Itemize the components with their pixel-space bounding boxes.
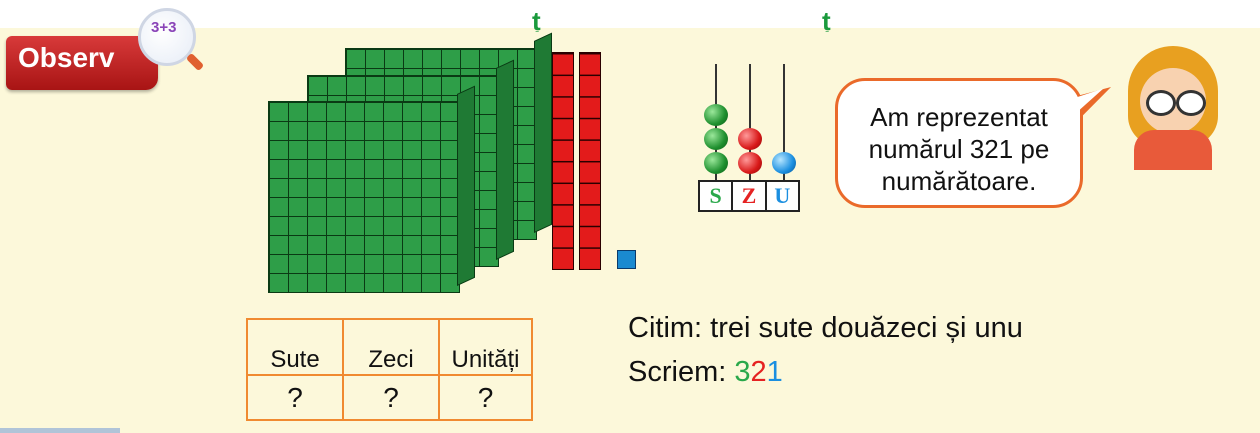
girl-illustration [1118,40,1228,170]
observ-badge: Observ [6,36,158,90]
bottom-decoration [0,428,120,433]
value-zeci: ? [344,376,440,419]
abacus-label-s: S [700,182,733,210]
digit-tens: 2 [750,356,766,388]
header-sute: Sute [248,320,344,376]
scriem-prefix: Scriem: [628,356,734,388]
bubble-line: Am reprezentat [838,101,1080,133]
header-fragment: ț [822,6,831,32]
bead-hundreds [704,104,728,126]
header-unitati: Unități [440,320,531,376]
speech-bubble: Am reprezentat numărul 321 pe numărătoar… [835,78,1083,208]
bead-hundreds [704,128,728,150]
digit-units: 1 [767,356,783,388]
lens-text: 3+3 [151,19,176,36]
citim-line: Citim: trei sute douăzeci și unu [628,306,1023,350]
abacus-label-u: U [767,182,798,210]
ten-rod-1 [552,52,574,270]
value-sute: ? [248,376,344,419]
bubble-line: numărul 321 pe [838,133,1080,165]
abacus-label-z: Z [733,182,766,210]
bead-tens [738,152,762,174]
bead-tens [738,128,762,150]
place-value-table: Sute Zeci Unități ? ? ? [246,318,533,421]
abacus-labels: S Z U [698,180,800,212]
header-zeci: Zeci [344,320,440,376]
digit-hundreds: 3 [734,356,750,388]
unit-cube [617,250,636,269]
bubble-line: numărătoare. [838,165,1080,197]
header-fragment: ț [532,6,541,32]
ten-rod-2 [579,52,601,270]
bead-hundreds [704,152,728,174]
scriem-line: Scriem: 321 [628,350,1023,394]
reading-block: Citim: trei sute douăzeci și unu Scriem:… [628,306,1023,394]
hundred-block-1 [268,101,460,293]
observ-label: Observ [18,42,115,74]
bead-units [772,152,796,174]
value-unitati: ? [440,376,531,419]
speech-bubble-text: Am reprezentat numărul 321 pe numărătoar… [838,101,1080,197]
